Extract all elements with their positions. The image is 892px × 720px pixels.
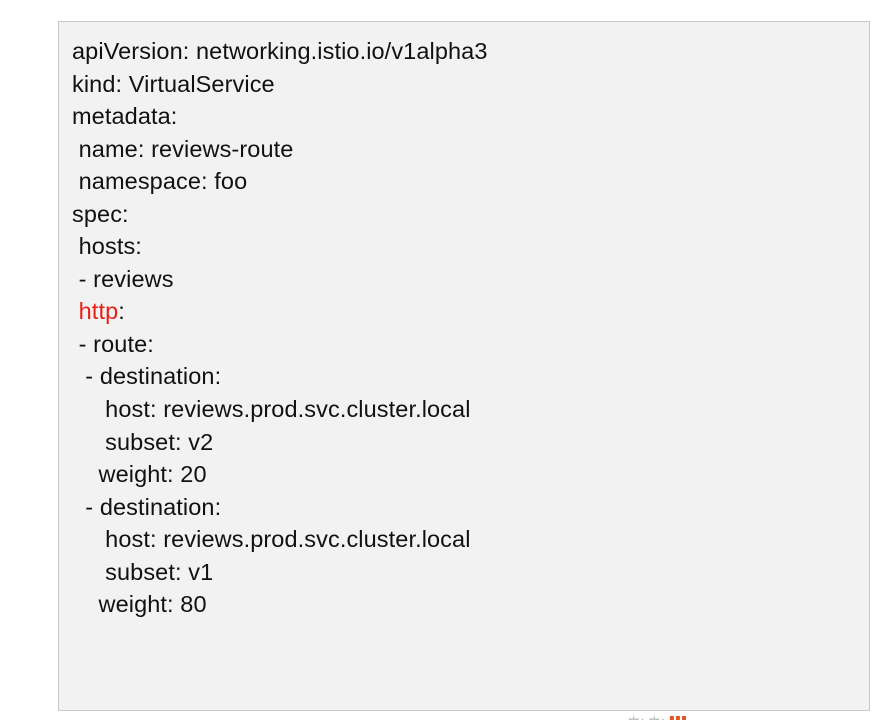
- yaml-line: kind: VirtualService: [72, 70, 275, 97]
- yaml-line: subset: v1: [72, 558, 214, 585]
- yaml-line-rest: :: [118, 298, 125, 325]
- yaml-line: name: reviews-route: [72, 135, 294, 162]
- yaml-line: - destination:: [72, 493, 222, 520]
- yaml-line: http:: [72, 295, 488, 328]
- yaml-line: weight: 20: [72, 461, 207, 488]
- yaml-line: subset: v2: [72, 428, 214, 455]
- yaml-line: - destination:: [72, 363, 222, 390]
- yaml-code-panel: apiVersion: networking.istio.io/v1alpha3…: [58, 21, 870, 711]
- yaml-line: weight: 80: [72, 591, 207, 618]
- yaml-line: namespace: foo: [72, 168, 248, 195]
- yaml-code-lines: apiVersion: networking.istio.io/v1alpha3…: [72, 35, 488, 621]
- yaml-highlighted-key: http: [78, 298, 119, 325]
- yaml-line-indent: [72, 298, 79, 324]
- yaml-line: host: reviews.prod.svc.cluster.local: [72, 396, 471, 423]
- yaml-line: - reviews: [72, 265, 174, 292]
- watermark-logo: ꗼ꘍ ꗼ꘍ ▮▮▮: [628, 714, 688, 720]
- yaml-line: hosts:: [72, 233, 142, 260]
- yaml-line: - route:: [72, 330, 154, 357]
- yaml-line: host: reviews.prod.svc.cluster.local: [72, 526, 471, 553]
- yaml-line: metadata:: [72, 103, 178, 130]
- yaml-line: apiVersion: networking.istio.io/v1alpha3: [72, 38, 488, 64]
- yaml-line: spec:: [72, 200, 129, 227]
